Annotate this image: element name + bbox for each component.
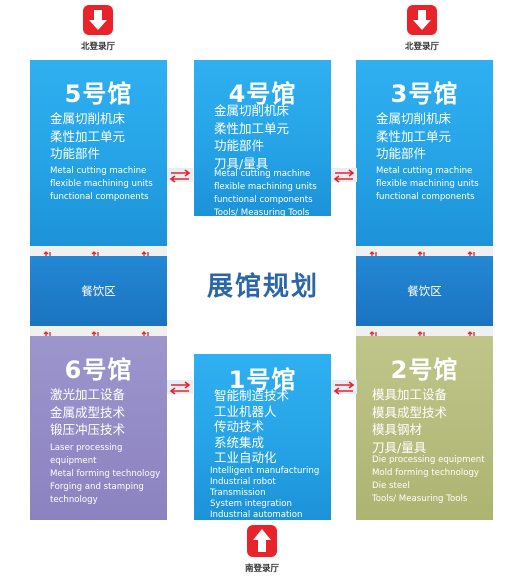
hall-cn-item: 功能部件 bbox=[50, 146, 101, 161]
hall-3[interactable]: 3号馆 金属切削机床 柔性加工单元 功能部件 Metal cutting mac… bbox=[356, 60, 493, 246]
hall-cn-item: 金属成型技术 bbox=[50, 404, 126, 420]
entrance-label: 北登录厅 bbox=[80, 42, 115, 52]
hall-cn-item: 模具成型技术 bbox=[372, 404, 448, 420]
bidirectional-arrow-icon bbox=[169, 169, 191, 183]
hall-1[interactable]: 1号馆 智能制造技术 工业机器人 传动技术 系统集成 工业自动化 Intelli… bbox=[194, 354, 331, 520]
hall-en-item: technology bbox=[50, 495, 98, 505]
hall-en-item: Tools/ Measuring Tools bbox=[372, 494, 468, 504]
hall-5[interactable]: 5号馆 金属切削机床 柔性加工单元 功能部件 Metal cutting mac… bbox=[30, 60, 167, 246]
hall-en-item: Metal cutting machine bbox=[376, 166, 473, 176]
hall-cn-list: 金属切削机床 柔性加工单元 功能部件 bbox=[376, 110, 451, 163]
north-entrance-right[interactable]: 北登录厅 bbox=[392, 4, 452, 52]
hall-cn-item: 金属切削机床 bbox=[214, 103, 290, 118]
hall-cn-item: 模具钢材 bbox=[372, 422, 423, 437]
hall-en-item: Die steel bbox=[372, 481, 410, 491]
dining-area-left[interactable]: 餐饮区 bbox=[30, 256, 167, 326]
hall-cn-item: 刀具/量具 bbox=[372, 439, 427, 455]
hall-en-list: Intelligent manufacturing Industrial rob… bbox=[210, 466, 319, 521]
dining-area-right[interactable]: 餐饮区 bbox=[356, 256, 493, 326]
hall-title: 4号馆 bbox=[228, 80, 297, 108]
hall-title: 6号馆 bbox=[64, 356, 133, 384]
hall-en-item: Industrial robot bbox=[210, 477, 276, 487]
down-arrow-icon bbox=[407, 5, 437, 35]
hall-cn-item: 系统集成 bbox=[214, 434, 265, 450]
hall-en-list: Metal cutting machine flexible machining… bbox=[214, 168, 317, 220]
hall-cn-item: 金属切削机床 bbox=[376, 111, 452, 126]
hall-en-item: functional components bbox=[50, 192, 149, 202]
hall-en-item: Mold forming technology bbox=[372, 468, 480, 478]
hall-cn-item: 智能制造技术 bbox=[214, 388, 290, 403]
hall-cn-item: 刀具/量具 bbox=[214, 155, 269, 171]
hall-cn-item: 模具加工设备 bbox=[372, 387, 448, 402]
hall-en-item: Tools/ Measuring Tools bbox=[214, 208, 310, 218]
hall-4[interactable]: 4号馆 金属切削机床 柔性加工单元 功能部件 刀具/量具 Metal cutti… bbox=[194, 60, 331, 218]
hall-en-item: flexible machining units bbox=[376, 179, 479, 189]
hall-en-item: Intelligent manufacturing bbox=[210, 466, 320, 476]
hall-cn-item: 柔性加工单元 bbox=[214, 120, 290, 136]
hall-cn-item: 柔性加工单元 bbox=[376, 128, 452, 144]
connector-dining-6 bbox=[30, 326, 167, 341]
hall-cn-item: 激光加工设备 bbox=[50, 387, 126, 402]
connector-5-dining bbox=[30, 246, 167, 261]
connector-4-3 bbox=[331, 168, 357, 183]
bidirectional-arrow-icon bbox=[333, 169, 355, 183]
down-arrow-icon bbox=[83, 5, 113, 35]
hall-en-item: Metal forming technology bbox=[50, 469, 161, 479]
hall-en-list: Metal cutting machine flexible machining… bbox=[376, 165, 479, 204]
hall-cn-list: 模具加工设备 模具成型技术 模具钢材 刀具/量具 bbox=[372, 386, 447, 456]
hall-en-item: functional components bbox=[214, 195, 313, 205]
hall-en-item: Laser processing bbox=[50, 443, 123, 453]
bidirectional-arrow-icon bbox=[169, 381, 191, 395]
north-entrance-left[interactable]: 北登录厅 bbox=[68, 4, 128, 52]
hall-en-item: Forging and stamping bbox=[50, 482, 144, 492]
entrance-label: 北登录厅 bbox=[404, 42, 439, 52]
entrance-label: 南登录厅 bbox=[244, 564, 279, 574]
hall-cn-item: 传动技术 bbox=[214, 419, 265, 434]
hall-cn-item: 锻压冲压技术 bbox=[50, 422, 126, 437]
hall-cn-list: 激光加工设备 金属成型技术 锻压冲压技术 bbox=[50, 386, 125, 439]
connector-3-dining bbox=[356, 246, 493, 261]
hall-cn-item: 金属切削机床 bbox=[50, 111, 126, 126]
hall-en-item: Die processing equipment bbox=[372, 455, 485, 465]
hall-en-list: Metal cutting machine flexible machining… bbox=[50, 165, 153, 204]
hall-en-item: Transmission bbox=[210, 488, 266, 498]
hall-cn-list: 金属切削机床 柔性加工单元 功能部件 刀具/量具 bbox=[214, 102, 289, 172]
hall-title: 1号馆 bbox=[228, 366, 297, 394]
hall-en-item: functional components bbox=[376, 192, 475, 202]
connector-1-2 bbox=[331, 380, 357, 395]
page-title: 展馆规划 bbox=[206, 272, 319, 302]
hall-en-item: Industrial automation bbox=[210, 510, 303, 520]
hall-2[interactable]: 2号馆 模具加工设备 模具成型技术 模具钢材 刀具/量具 Die process… bbox=[356, 336, 493, 520]
hall-en-item: System integration bbox=[210, 499, 292, 509]
south-entrance[interactable]: 南登录厅 bbox=[232, 524, 292, 574]
hall-cn-item: 工业自动化 bbox=[214, 450, 277, 465]
bidirectional-arrow-icon bbox=[333, 381, 355, 395]
hall-en-list: Die processing equipment Mold forming te… bbox=[372, 454, 485, 506]
connector-5-4 bbox=[167, 168, 193, 183]
hall-title: 2号馆 bbox=[390, 356, 459, 384]
hall-cn-item: 工业机器人 bbox=[214, 403, 277, 419]
hall-title: 5号馆 bbox=[64, 80, 133, 108]
connector-dining-2 bbox=[356, 326, 493, 341]
hall-cn-item: 功能部件 bbox=[214, 138, 265, 153]
up-arrow-icon bbox=[247, 525, 277, 557]
hall-en-list: Laser processing equipment Metal forming… bbox=[50, 442, 160, 507]
hall-cn-item: 功能部件 bbox=[376, 146, 427, 161]
hall-cn-list: 智能制造技术 工业机器人 传动技术 系统集成 工业自动化 bbox=[214, 388, 289, 466]
hall-cn-item: 柔性加工单元 bbox=[50, 128, 126, 144]
hall-en-item: Metal cutting machine bbox=[50, 166, 147, 176]
connector-6-1 bbox=[167, 380, 193, 395]
hall-en-item: equipment bbox=[50, 456, 97, 466]
hall-cn-list: 金属切削机床 柔性加工单元 功能部件 bbox=[50, 110, 125, 163]
hall-6[interactable]: 6号馆 激光加工设备 金属成型技术 锻压冲压技术 Laser processin… bbox=[30, 336, 167, 520]
hall-title: 3号馆 bbox=[390, 80, 459, 108]
hall-en-item: flexible machining units bbox=[50, 179, 153, 189]
hall-en-item: flexible machining units bbox=[214, 182, 317, 192]
hall-en-item: Metal cutting machine bbox=[214, 169, 311, 179]
